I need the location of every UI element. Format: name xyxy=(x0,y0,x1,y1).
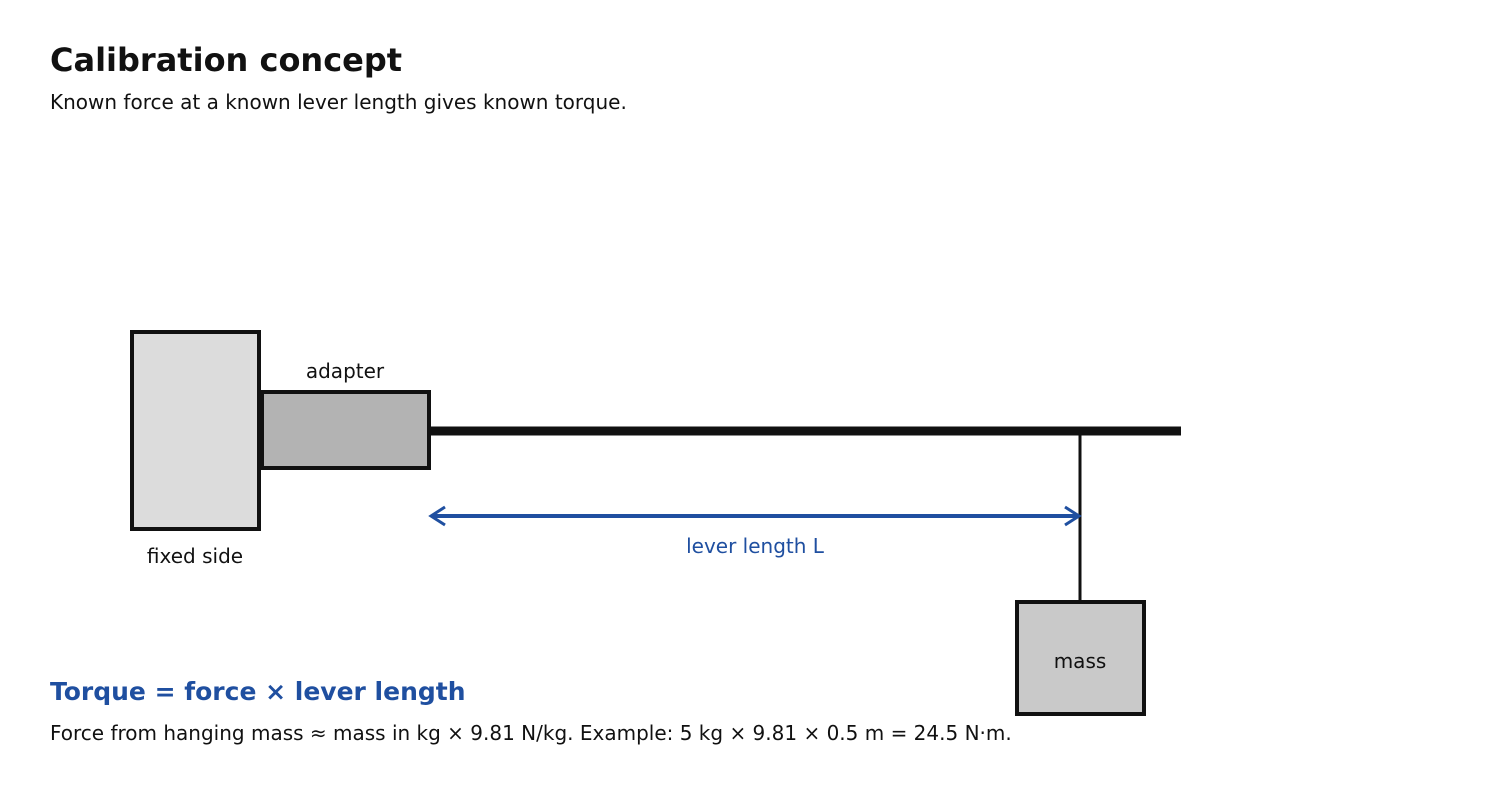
adapter-label: adapter xyxy=(306,359,385,383)
adapter-block xyxy=(260,390,431,470)
page-subtitle: Known force at a known lever length give… xyxy=(50,90,627,114)
page-title: Calibration concept xyxy=(50,41,403,79)
mass-label: mass xyxy=(1054,649,1107,673)
lever-length-arrow xyxy=(428,505,1082,527)
force-example: Force from hanging mass ≈ mass in kg × 9… xyxy=(50,721,1012,745)
mass-block xyxy=(1015,600,1146,716)
fixed-side-label: fixed side xyxy=(147,544,243,568)
fixed-side-block xyxy=(130,330,261,531)
torque-formula: Torque = force × lever length xyxy=(50,677,466,706)
lever-length-label: lever length L xyxy=(686,534,825,558)
